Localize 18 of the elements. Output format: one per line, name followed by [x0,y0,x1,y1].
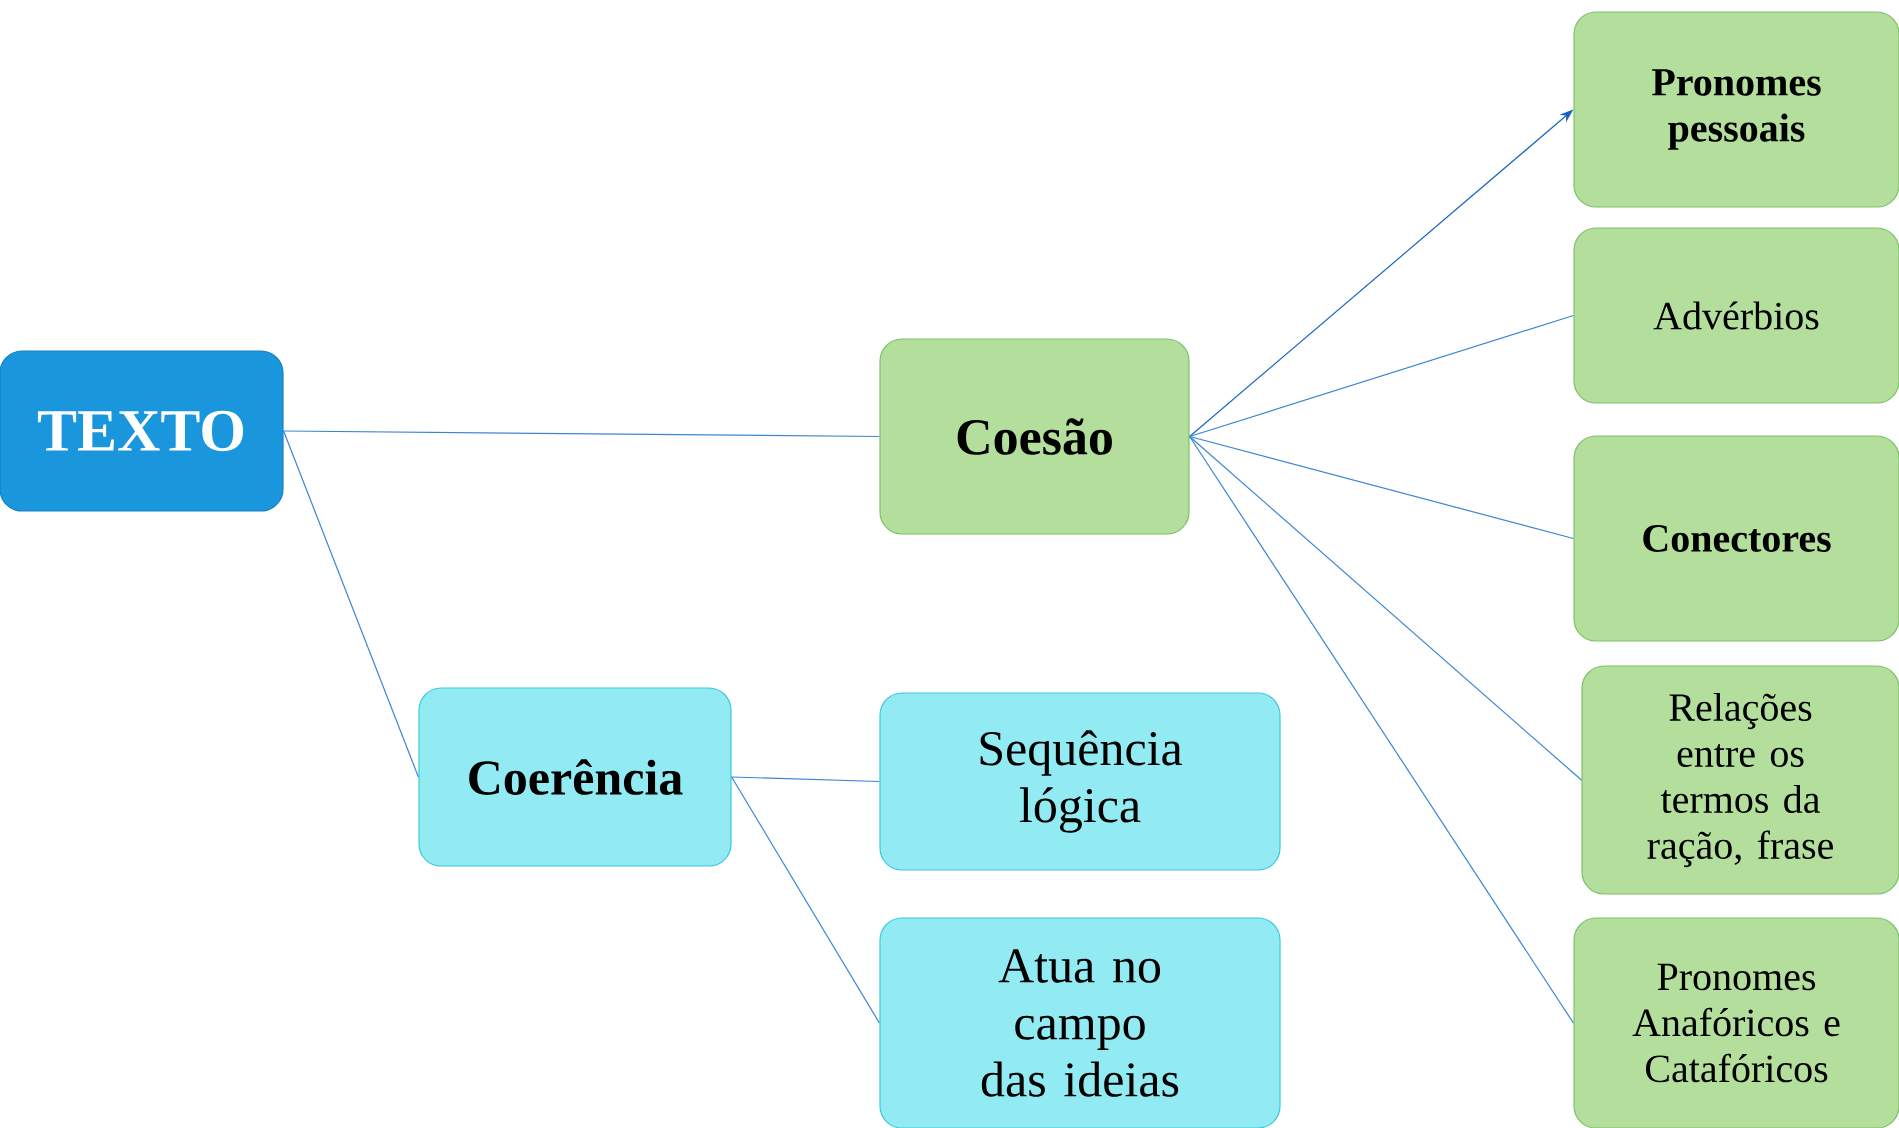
rounded-box: Atua no campo das ideias [879,917,1281,1128]
connector-line [1189,435,1574,1024]
connector-line [731,776,880,783]
rounded-box: Pronomes pessoais [1573,11,1899,208]
rounded-box: Coerência [418,687,732,867]
rounded-box: Coesão [879,338,1190,535]
rounded-box: Pronomes Anafóricos e Catafóricos [1573,917,1899,1128]
connector-line [731,776,880,1024]
rounded-box: TEXTO [0,350,284,512]
rounded-box: Relações entre os termos da ração, frase [1581,665,1899,895]
rounded-box: Sequência lógica [879,692,1281,871]
connector-line [1189,314,1574,438]
connector-line [283,430,880,438]
connector-line [283,430,419,778]
rounded-box: Conectores [1573,435,1899,642]
connector-line [1189,435,1574,540]
rounded-box: Advérbios [1573,227,1899,404]
connector-line [1189,435,1582,781]
